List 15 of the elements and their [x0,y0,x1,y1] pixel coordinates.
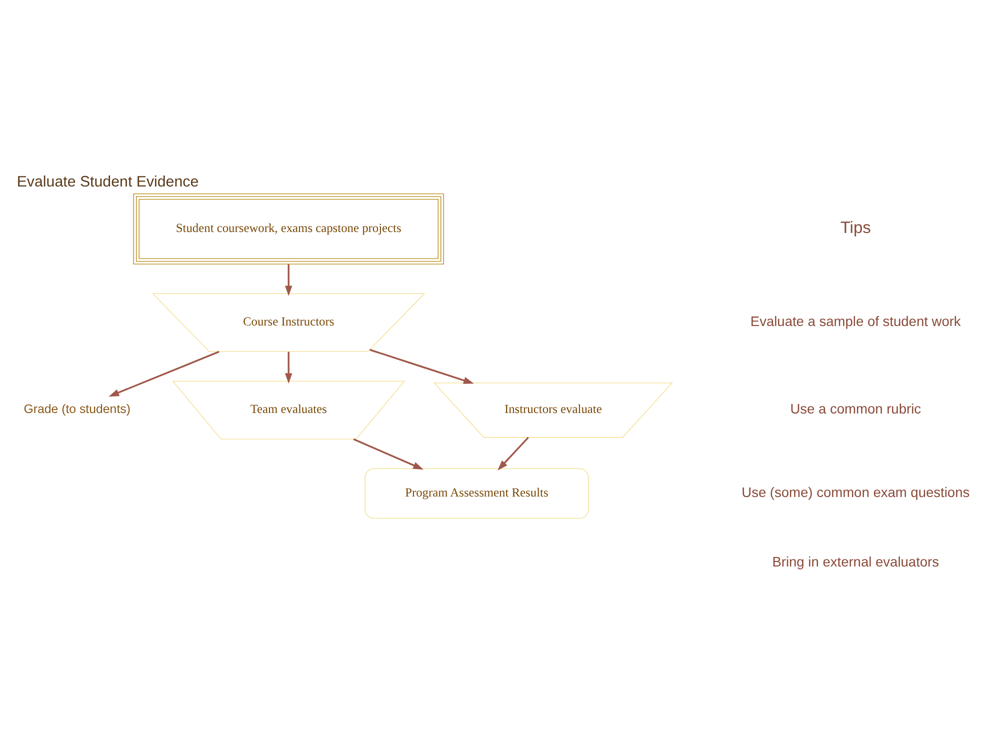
label: Bring in external evaluators [772,554,940,570]
arrow [284,264,292,296]
arrow [284,351,292,384]
node-box: Program Assessment Results [364,468,589,518]
arrow [498,436,529,470]
label: Evaluate a sample of student work [750,314,961,329]
label: Use a common rubric [790,401,922,416]
node-text: Grade (to students) [24,402,130,416]
diagram-title: Evaluate Student Evidence [16,173,199,190]
arrow [370,348,474,384]
arrow [108,350,220,396]
node-box: Student coursework, exams capstone projects [133,192,444,264]
label: Tips [840,218,871,237]
label: Use (some) common exam questions [742,484,970,500]
arrow [353,438,424,470]
